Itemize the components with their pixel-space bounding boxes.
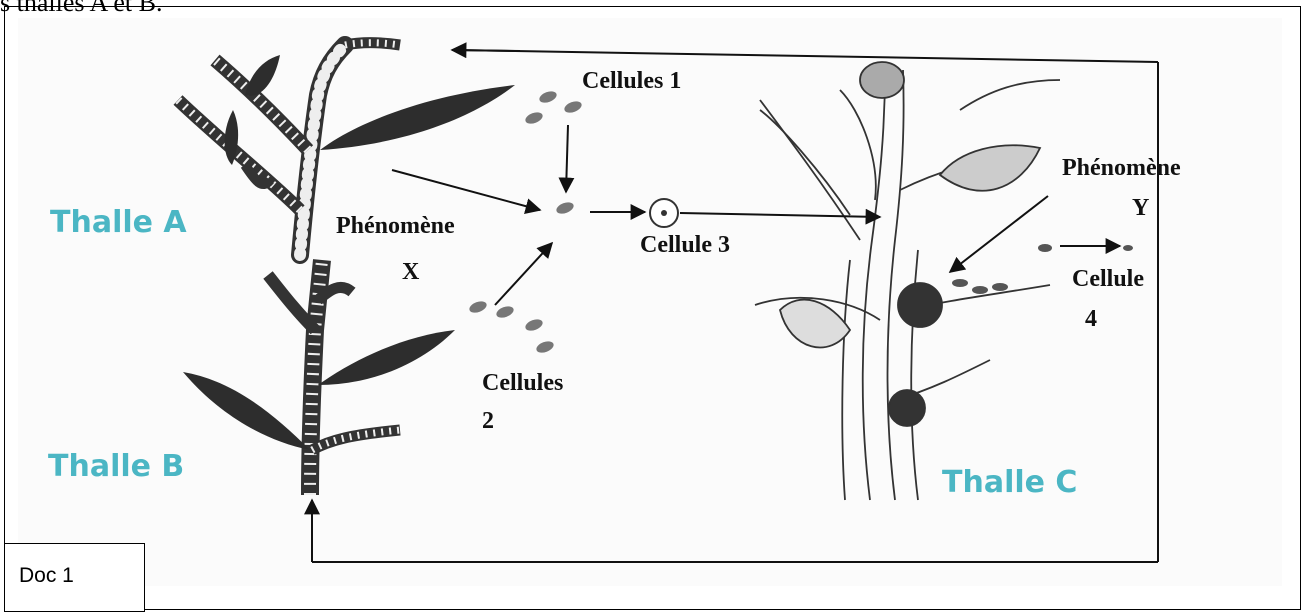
label-thalle-a: Thalle A <box>50 205 187 240</box>
label-cellule-4-2: 4 <box>1085 306 1097 332</box>
label-thalle-c: Thalle C <box>942 465 1077 500</box>
label-cellules-1: Cellules 1 <box>582 68 681 94</box>
label-cellule-4-1: Cellule <box>1072 266 1144 292</box>
label-phenomene-y-2: Y <box>1132 195 1149 221</box>
doc-label: Doc 1 <box>19 564 74 588</box>
figure-background <box>18 18 1282 586</box>
label-cellules-2-2: 2 <box>482 408 494 434</box>
label-phenomene-x-1: Phénomène <box>336 213 455 239</box>
label-cellule-3: Cellule 3 <box>640 232 730 258</box>
label-thalle-b: Thalle B <box>48 449 184 484</box>
label-phenomene-x-2: X <box>402 259 420 285</box>
doc-label-box: Doc 1 <box>4 543 145 612</box>
label-cellules-2-1: Cellules <box>482 370 563 396</box>
cell-3-zygote <box>650 199 678 227</box>
label-phenomene-y-1: Phénomène <box>1062 155 1181 181</box>
